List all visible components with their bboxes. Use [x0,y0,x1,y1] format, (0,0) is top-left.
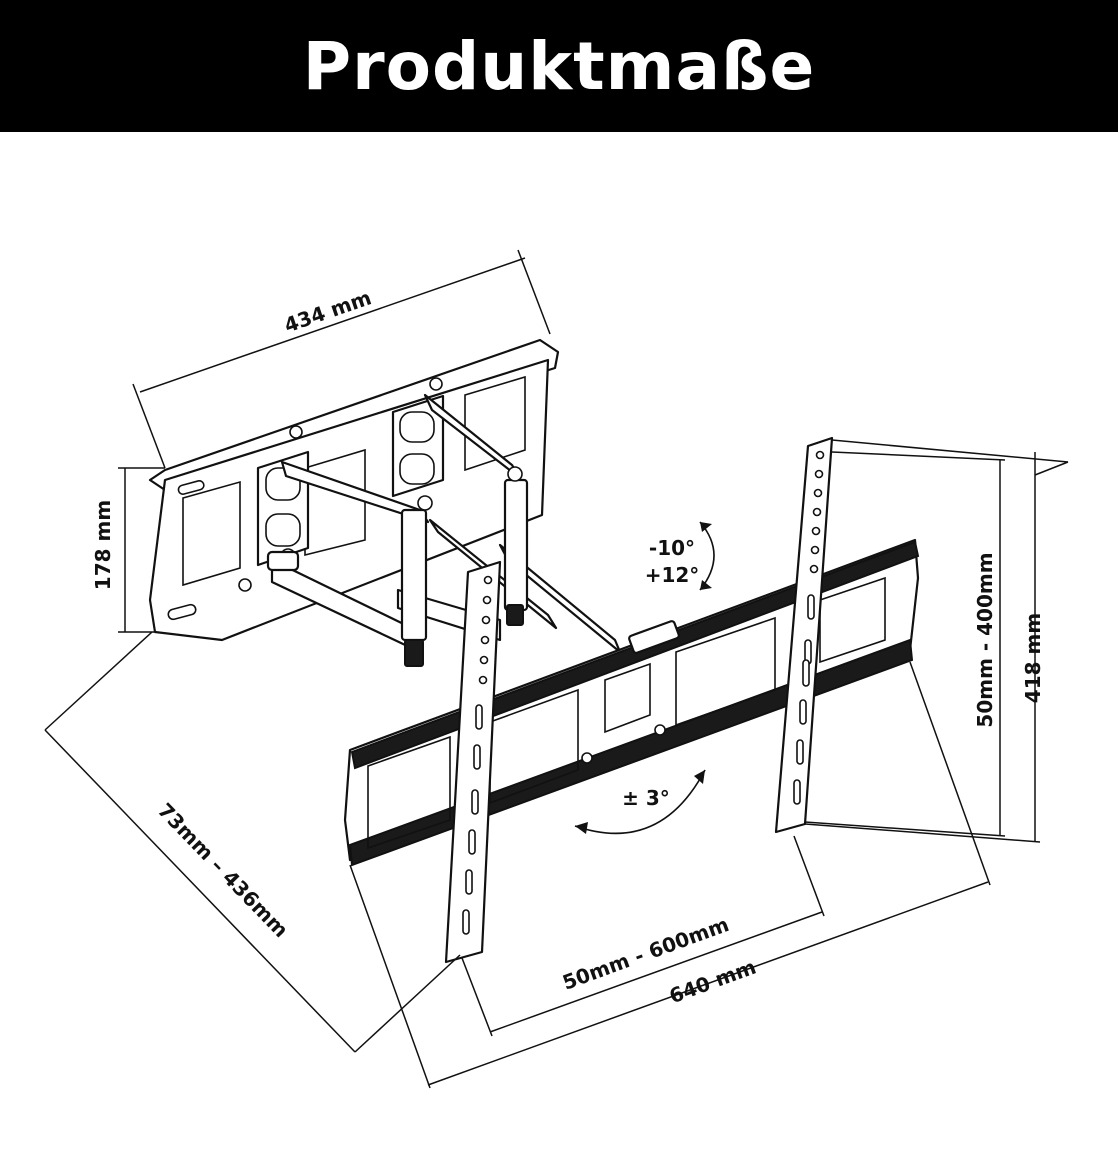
swivel-indicator [574,769,706,835]
dimension-extension [44,631,461,1053]
dim-label-178: 178 mm [91,500,115,590]
dim-label-vesa-vertical: 50mm - 400mm [973,552,997,727]
vertical-bracket-left [444,560,502,964]
tilt-label-down: -10° [649,536,695,560]
title-banner: Produktmaße [0,0,1118,132]
dim-label-418: 418 mm [1021,613,1045,703]
dim-label-434: 434 mm [281,285,374,337]
vertical-bracket-right [774,436,834,834]
dimension-640 [349,661,991,1089]
page-title: Produktmaße [302,27,816,105]
wall-plate [148,338,560,642]
tilt-indicator [699,521,715,591]
tv-frame-rail [343,538,920,867]
tilt-label-up: +12° [645,563,700,587]
dimension-vesa-horizontal [461,835,825,1037]
dimension-418 [804,439,1069,843]
dimension-178 [118,467,165,633]
dim-label-extension: 73mm – 436mm [153,798,293,942]
product-dimension-drawing: 434 mm 178 mm 73mm – 436mm -10° +12° ± 3… [44,249,1069,1089]
dimension-434 [132,249,551,469]
swivel-label: ± 3° [622,786,670,810]
